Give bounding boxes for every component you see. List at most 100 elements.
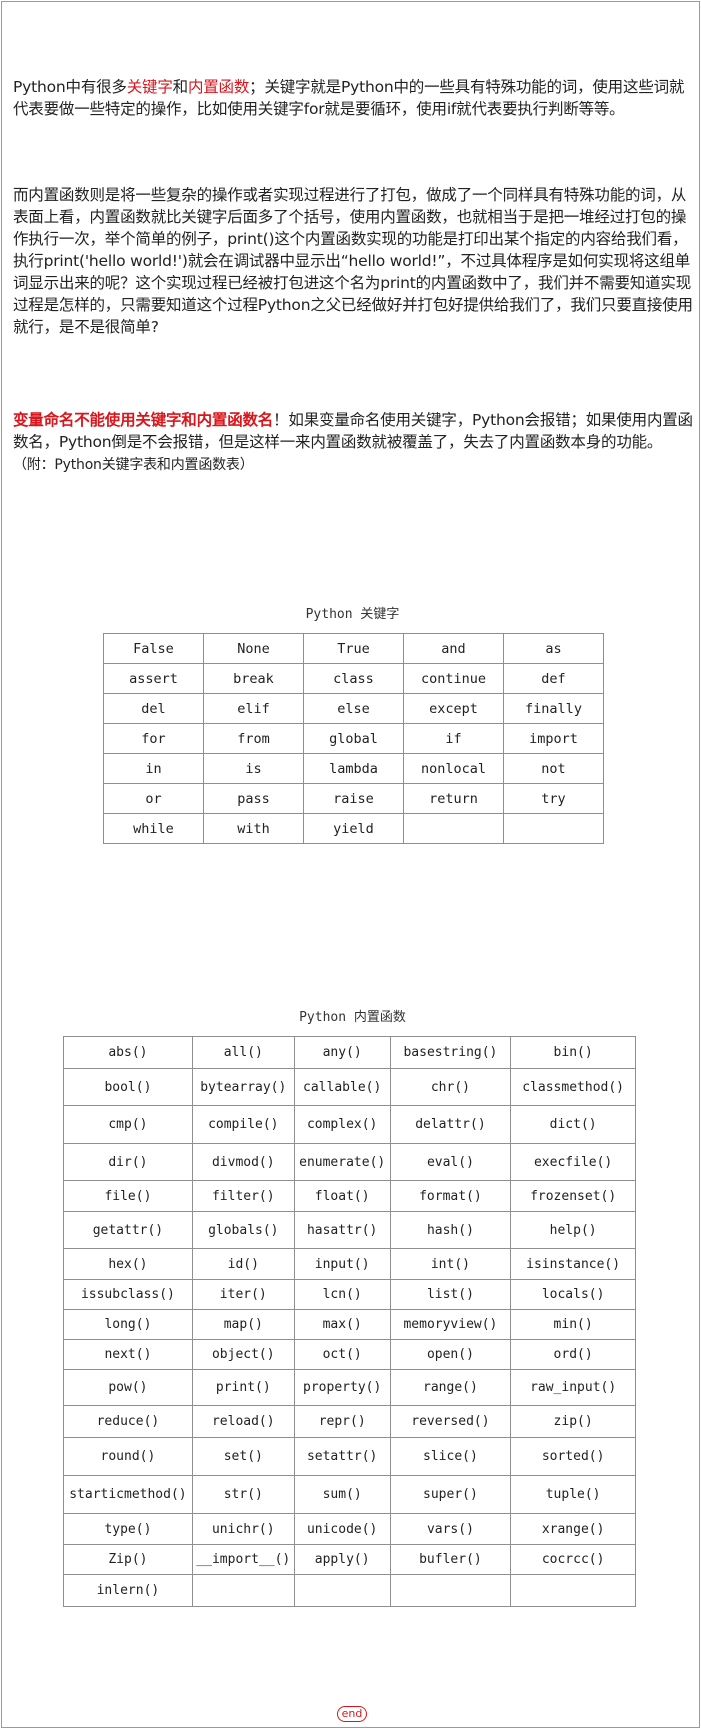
- builtin-row: reduce()reload()repr()reversed()zip(): [63, 1405, 636, 1438]
- builtin-cell: lcn(): [293, 1279, 391, 1310]
- builtin-row: pow()print()property()range()raw_input(): [63, 1369, 636, 1406]
- intro-rest: ；关键字就是Python中的一些具有特殊功能的词，使用这些词就代表要做一些特定的…: [13, 78, 685, 118]
- keyword-cell: None: [203, 633, 304, 664]
- intro-paragraph: Python中有很多关键字和内置函数；关键字就是Python中的一些具有特殊功能…: [13, 76, 693, 120]
- builtin-cell: unicode(): [293, 1513, 391, 1545]
- appendix-note: （附：Python关键字表和内置函数表）: [13, 457, 254, 473]
- builtin-row: bool()bytearray()callable()chr()classmet…: [63, 1068, 636, 1106]
- builtin-cell: help(): [510, 1211, 636, 1249]
- builtins-table: abs()all()any()basestring()bin()bool()by…: [63, 1036, 636, 1607]
- builtin-row: round()set()setattr()slice()sorted(): [63, 1437, 636, 1476]
- builtin-cell: max(): [293, 1309, 391, 1340]
- builtin-cell: bool(): [63, 1068, 193, 1106]
- builtin-cell: [191, 1574, 295, 1607]
- builtin-cell: Zip(): [63, 1544, 193, 1575]
- builtin-cell: enumerate(): [293, 1143, 391, 1181]
- highlight-keyword: 关键字: [126, 78, 173, 96]
- keyword-cell: else: [303, 693, 404, 724]
- builtin-cell: complex(): [293, 1105, 391, 1144]
- builtin-cell: raw_input(): [510, 1369, 636, 1406]
- builtin-cell: float(): [293, 1180, 391, 1212]
- builtin-cell: frozenset(): [510, 1180, 636, 1212]
- builtin-row: file()filter()float()format()frozenset(): [63, 1180, 636, 1212]
- keyword-cell: yield: [303, 813, 404, 844]
- builtin-cell: type(): [63, 1513, 193, 1545]
- builtin-cell: format(): [389, 1180, 512, 1212]
- builtin-cell: setattr(): [293, 1437, 391, 1476]
- builtin-cell: all(): [191, 1036, 295, 1069]
- builtin-cell: sorted(): [510, 1437, 636, 1476]
- keyword-cell: continue: [403, 663, 504, 694]
- builtin-cell: file(): [63, 1180, 193, 1212]
- builtin-cell: reversed(): [389, 1405, 512, 1438]
- builtin-cell: open(): [389, 1339, 512, 1370]
- keyword-cell: global: [303, 723, 404, 754]
- naming-warning-highlight: 变量命名不能使用关键字和内置函数名: [13, 411, 274, 429]
- builtin-cell: cocrcc(): [510, 1544, 636, 1575]
- builtin-cell: execfile(): [510, 1143, 636, 1181]
- builtin-row: hex()id()input()int()isinstance(): [63, 1248, 636, 1280]
- builtin-cell: set(): [191, 1437, 295, 1476]
- keyword-cell: [503, 813, 604, 844]
- builtin-cell: starticmethod(): [63, 1475, 193, 1514]
- builtin-row: dir()divmod()enumerate()eval()execfile(): [63, 1143, 636, 1181]
- builtin-row: Zip()__import__()apply()bufler()cocrcc(): [63, 1544, 636, 1575]
- builtin-row: type()unichr()unicode()vars()xrange(): [63, 1513, 636, 1545]
- builtin-cell: classmethod(): [510, 1068, 636, 1106]
- builtin-cell: hash(): [389, 1211, 512, 1249]
- builtin-row: next()object()oct()open()ord(): [63, 1339, 636, 1370]
- keyword-cell: and: [403, 633, 504, 664]
- keyword-cell: del: [103, 693, 204, 724]
- builtin-row: issubclass()iter()lcn()list()locals(): [63, 1279, 636, 1310]
- builtin-cell: round(): [63, 1437, 193, 1476]
- builtin-cell: print(): [191, 1369, 295, 1406]
- builtin-cell: unichr(): [191, 1513, 295, 1545]
- keyword-cell: if: [403, 723, 504, 754]
- builtin-cell: vars(): [389, 1513, 512, 1545]
- builtin-cell: globals(): [191, 1211, 295, 1249]
- builtin-row: inlern(): [63, 1574, 636, 1607]
- keyword-cell: or: [103, 783, 204, 814]
- builtin-cell: bufler(): [389, 1544, 512, 1575]
- builtin-cell: property(): [293, 1369, 391, 1406]
- keyword-cell: def: [503, 663, 604, 694]
- builtin-cell: iter(): [191, 1279, 295, 1310]
- builtin-cell: tuple(): [510, 1475, 636, 1514]
- builtin-cell: [293, 1574, 391, 1607]
- keyword-cell: lambda: [303, 753, 404, 784]
- builtin-cell: issubclass(): [63, 1279, 193, 1310]
- builtin-cell: __import__(): [191, 1544, 295, 1575]
- keyword-cell: as: [503, 633, 604, 664]
- builtin-cell: chr(): [389, 1068, 512, 1106]
- keyword-cell: from: [203, 723, 304, 754]
- builtin-cell: hasattr(): [293, 1211, 391, 1249]
- builtin-cell: memoryview(): [389, 1309, 512, 1340]
- builtin-cell: hex(): [63, 1248, 193, 1280]
- keyword-cell: for: [103, 723, 204, 754]
- keyword-cell: in: [103, 753, 204, 784]
- keyword-cell: finally: [503, 693, 604, 724]
- keyword-cell: False: [103, 633, 204, 664]
- builtin-cell: bin(): [510, 1036, 636, 1069]
- builtin-cell: sum(): [293, 1475, 391, 1514]
- builtin-cell: ord(): [510, 1339, 636, 1370]
- builtin-cell: repr(): [293, 1405, 391, 1438]
- builtin-cell: input(): [293, 1248, 391, 1280]
- builtin-cell: basestring(): [389, 1036, 512, 1069]
- builtin-cell: apply(): [293, 1544, 391, 1575]
- keyword-cell: while: [103, 813, 204, 844]
- builtin-cell: isinstance(): [510, 1248, 636, 1280]
- builtin-cell: next(): [63, 1339, 193, 1370]
- builtin-cell: [389, 1574, 512, 1607]
- builtin-cell: [510, 1574, 636, 1607]
- keyword-cell: class: [303, 663, 404, 694]
- builtin-row: starticmethod()str()sum()super()tuple(): [63, 1475, 636, 1514]
- builtin-cell: cmp(): [63, 1105, 193, 1144]
- naming-warning-paragraph: 变量命名不能使用关键字和内置函数名！如果变量命名使用关键字，Python会报错；…: [13, 409, 693, 476]
- keyword-cell: nonlocal: [403, 753, 504, 784]
- intro-text: Python中有很多: [13, 78, 127, 96]
